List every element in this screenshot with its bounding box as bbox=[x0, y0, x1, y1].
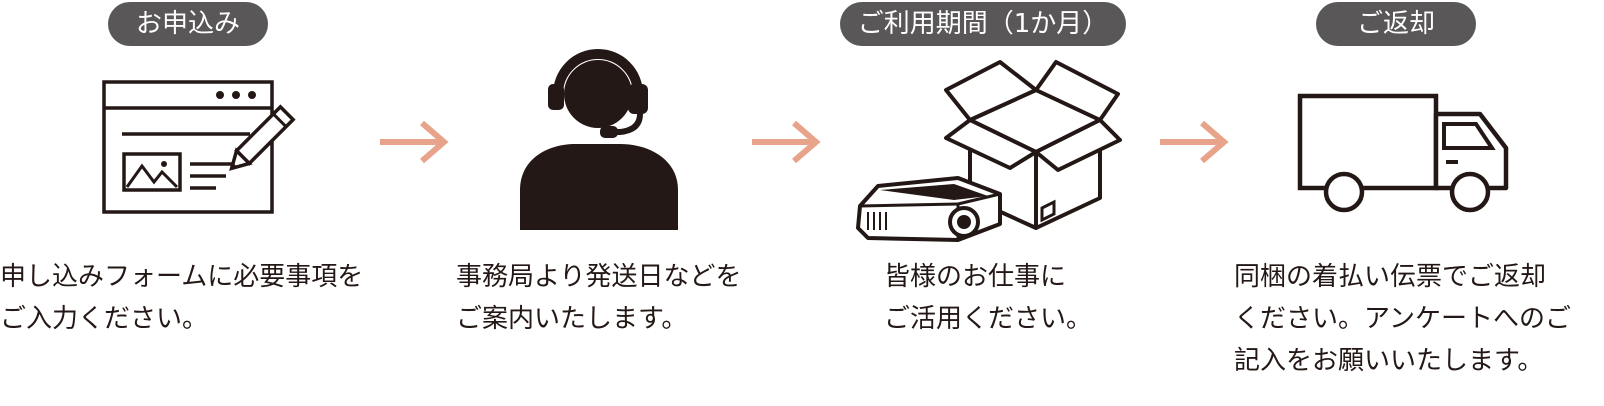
step-description-return: 同梱の着払い伝票でご返却 ください。アンケートへのご 記入をお願いいたします。 bbox=[1234, 262, 1571, 376]
box-projector-icon bbox=[856, 60, 1122, 242]
browser-form-icon bbox=[102, 80, 296, 214]
step-label-return: ご返却 bbox=[1316, 2, 1476, 46]
step-description-application: 申し込みフォームに必要事項を ご入力ください。 bbox=[0, 262, 364, 334]
step-description-usage: 皆様のお仕事に ご活用ください。 bbox=[884, 262, 1093, 334]
operator-headset-icon bbox=[520, 49, 678, 230]
arrow-right-icon bbox=[380, 120, 449, 164]
step-label-usage-period: ご利用期間（1か月） bbox=[840, 2, 1126, 46]
step-description-contact: 事務局より発送日などを ご案内いたします。 bbox=[456, 262, 742, 334]
arrow-right-icon bbox=[752, 120, 821, 164]
step-label-application: お申込み bbox=[108, 2, 268, 46]
arrow-right-icon bbox=[1160, 120, 1229, 164]
delivery-truck-icon bbox=[1297, 93, 1509, 213]
